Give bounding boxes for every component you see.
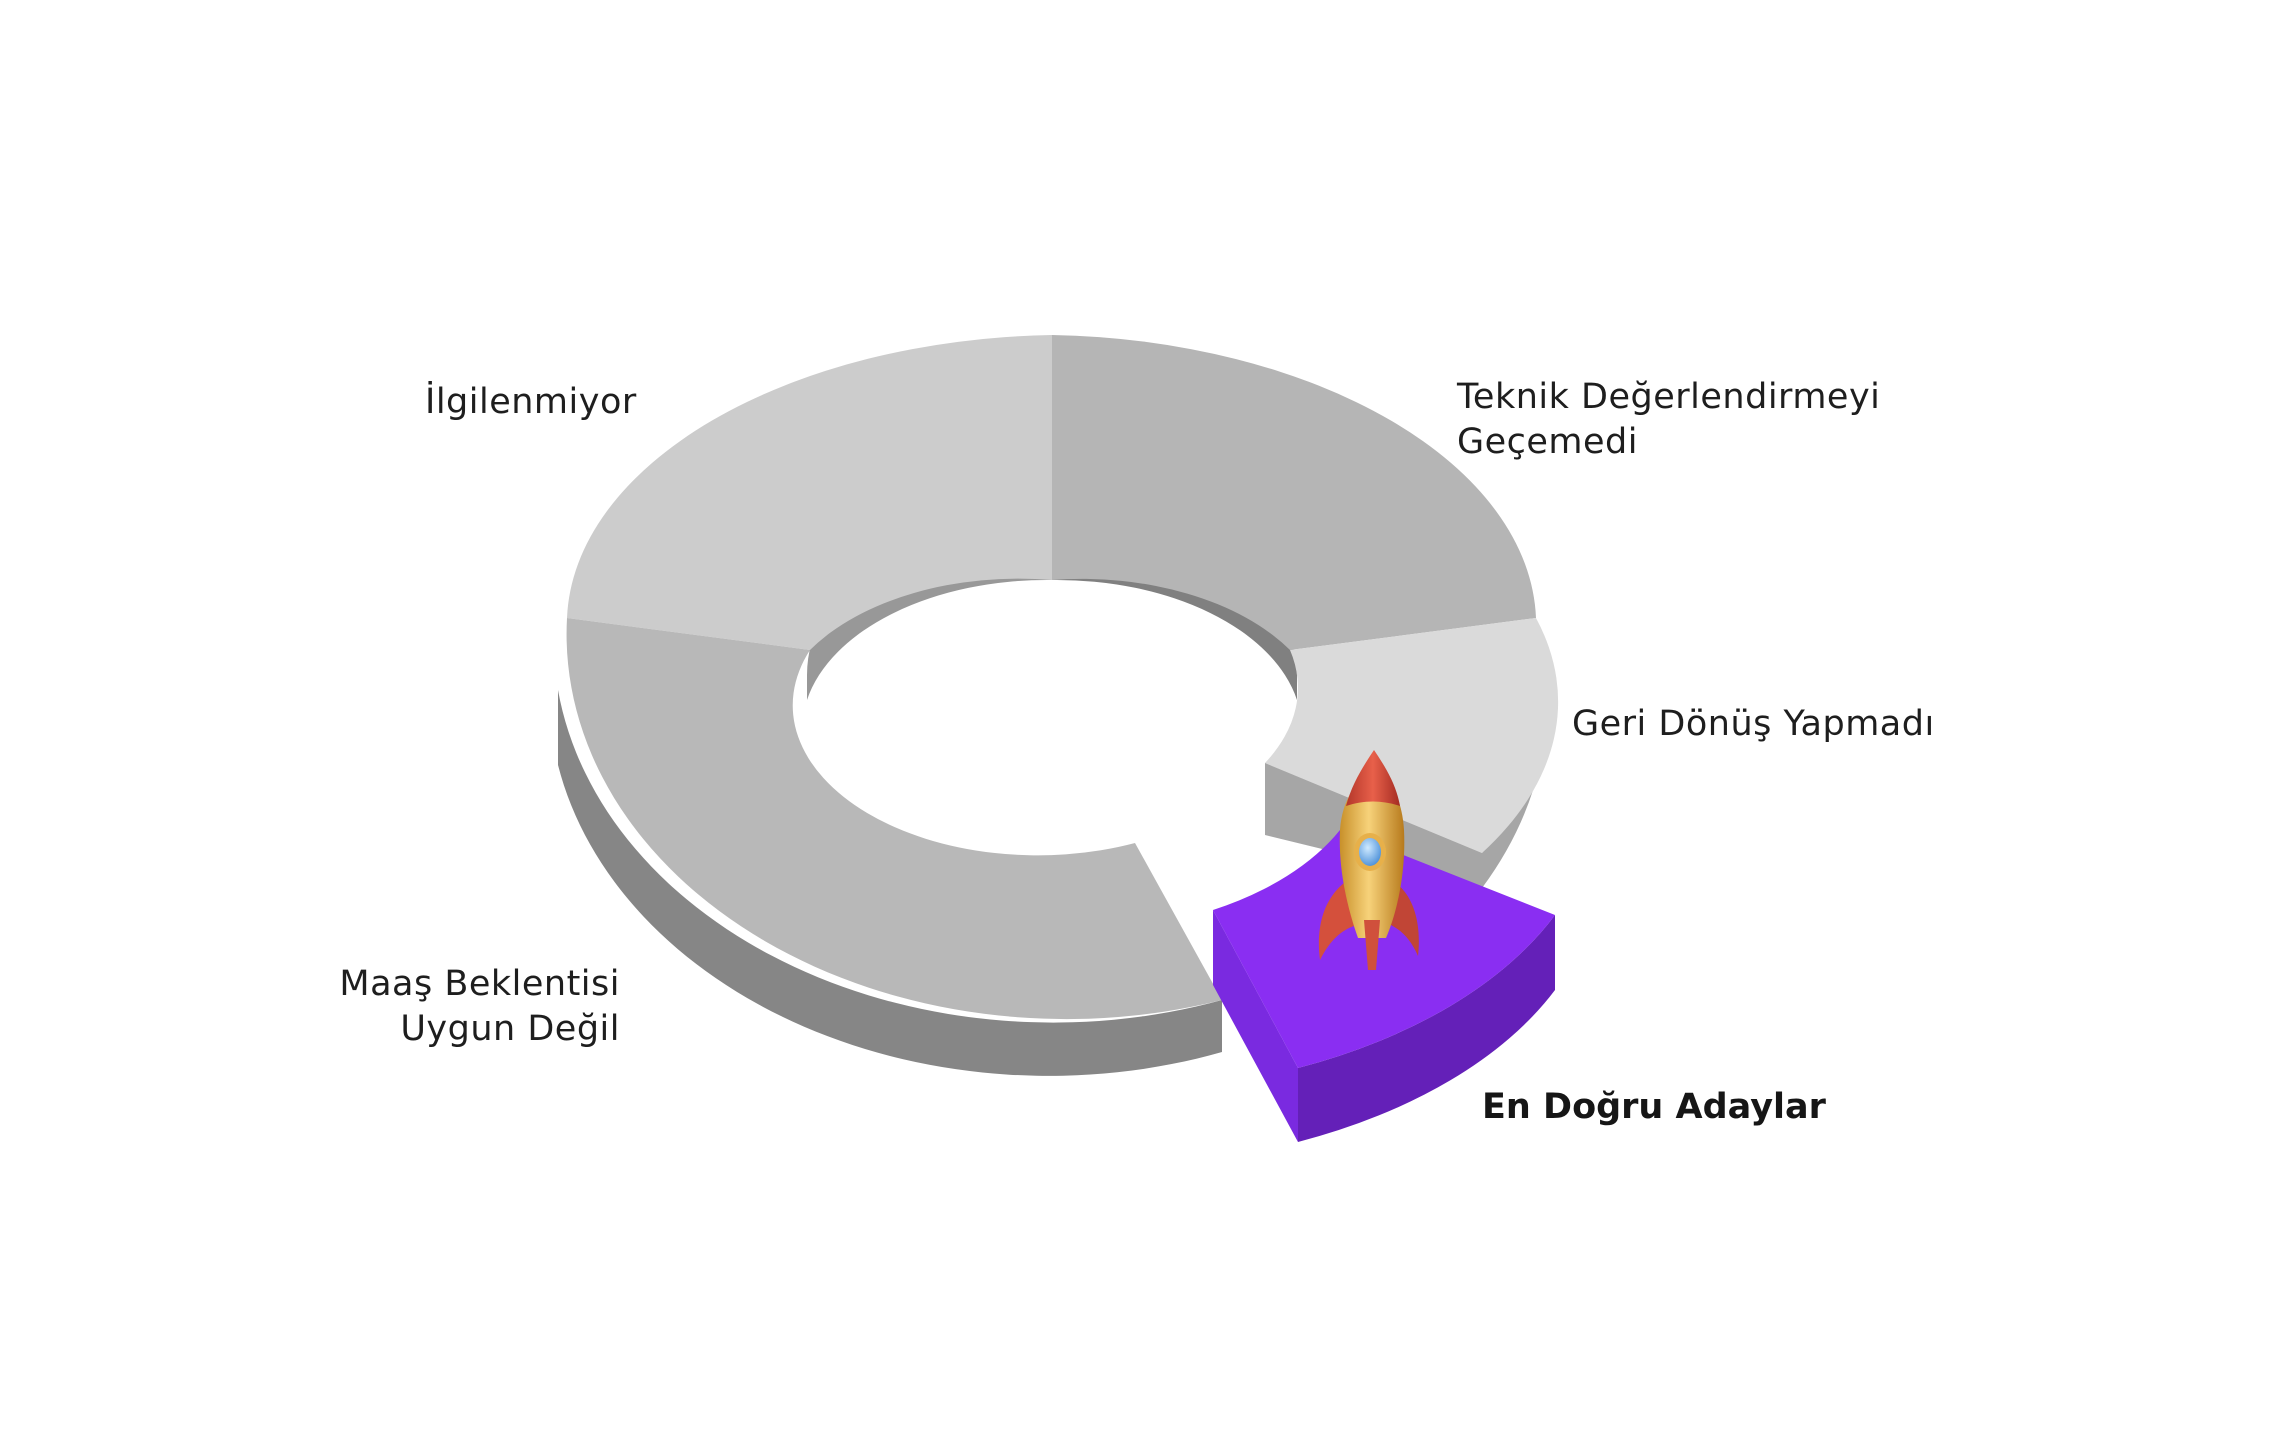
segment-en-dogru-side-front (1298, 915, 1555, 1142)
label-geri-donus: Geri Dönüş Yapmadı (1572, 704, 1935, 744)
segment-geri-donus-top (1265, 618, 1559, 853)
label-en-dogru: En Doğru Adaylar (1482, 1087, 1826, 1127)
rocket-left-fin (1318, 880, 1354, 960)
rocket-icon (1318, 750, 1419, 970)
rocket-nose (1346, 750, 1400, 806)
rocket-window (1359, 838, 1381, 866)
segment-ilgilenmiyor-top (567, 335, 1052, 650)
segment-maas-top (566, 618, 1222, 1020)
rocket-center-fin (1364, 920, 1380, 970)
segment-maas-side (558, 690, 1222, 1076)
label-maas: Maaş Beklentisi Uygun Değil (339, 964, 620, 1049)
label-teknik: Teknik Değerlendirmeyi Geçemedi (1457, 377, 1881, 462)
segment-en-dogru-top (1213, 830, 1555, 1068)
segment-en-dogru-side-left (1213, 910, 1298, 1142)
segment-teknik-top (1052, 335, 1536, 650)
label-ilgilenmiyor: İlgilenmiyor (425, 382, 637, 422)
